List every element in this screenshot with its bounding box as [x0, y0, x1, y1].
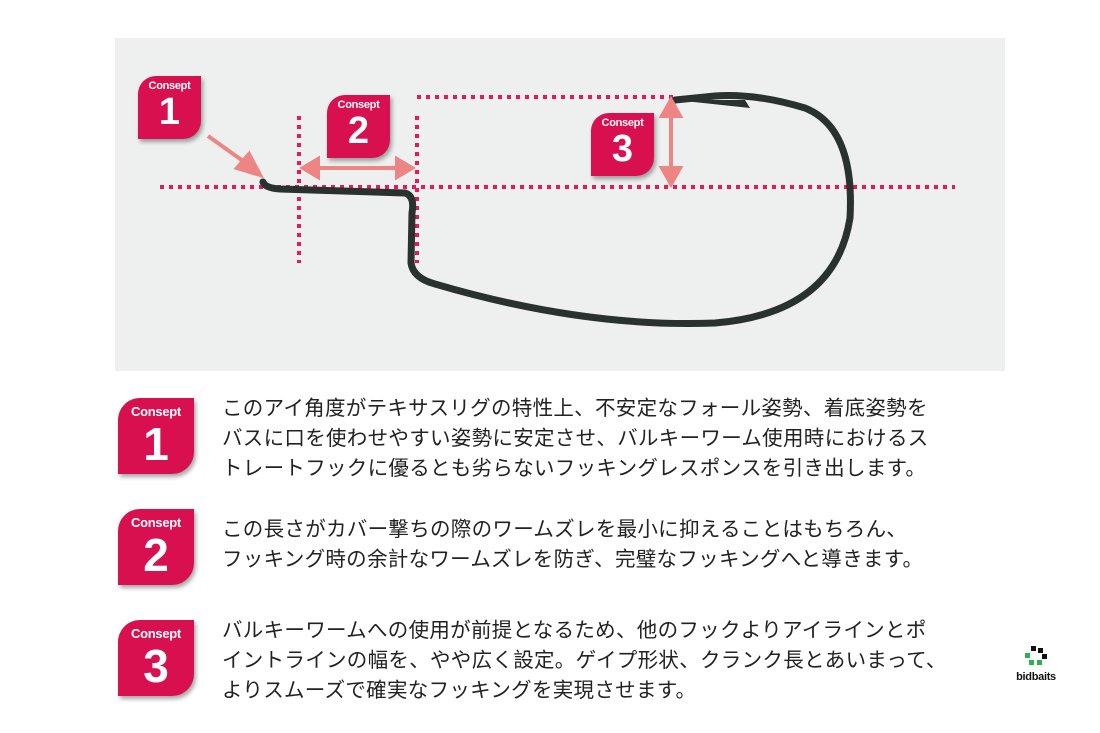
- arrow-1: [233, 150, 264, 179]
- bidbaits-logo: bidbaits: [1012, 645, 1060, 683]
- logo-text: bidbaits: [1016, 671, 1056, 683]
- concept-1-text: このアイ角度がテキサスリグの特性上、不安定なフォール姿勢、着底姿勢を バスに口を…: [222, 393, 929, 483]
- concept-3-text: バルキーワームへの使用が前提となるため、他のフックよりアイラインとポ イントライ…: [222, 615, 947, 705]
- logo-mark-icon: [1025, 646, 1047, 665]
- arrow-2-right: [395, 155, 416, 181]
- text-line: イントラインの幅を、やや広く設定。ゲイプ形状、クランク長とあいまって、: [222, 648, 947, 672]
- arrow-2-left: [299, 155, 320, 181]
- arrow-3-bottom: [658, 166, 684, 189]
- text-line: バスに口を使わせやすい姿勢に安定させ、バルキーワーム使用時におけるス: [222, 426, 929, 450]
- hook-diagram: [160, 92, 955, 327]
- text-line: トレートフックに優るとも劣らないフッキングレスポンスを引き出します。: [222, 456, 927, 480]
- text-line: このアイ角度がテキサスリグの特性上、不安定なフォール姿勢、着底姿勢を: [222, 396, 928, 420]
- arrow-3-top: [658, 95, 684, 118]
- text-line: この長さがカバー撃ちの際のワームズレを最小に抑えることはもちろん、: [222, 517, 908, 541]
- concept-2-text: この長さがカバー撃ちの際のワームズレを最小に抑えることはもちろん、 フッキング時…: [222, 514, 923, 574]
- hook-wire: [259, 92, 854, 327]
- text-line: バルキーワームへの使用が前提となるため、他のフックよりアイラインとポ: [222, 618, 927, 642]
- text-line: よりスムーズで確実なフッキングを実現させます。: [222, 678, 697, 702]
- text-line: フッキング時の余計なワームズレを防ぎ、完璧なフッキングへと導きます。: [222, 547, 924, 571]
- hook-barb: [675, 100, 750, 108]
